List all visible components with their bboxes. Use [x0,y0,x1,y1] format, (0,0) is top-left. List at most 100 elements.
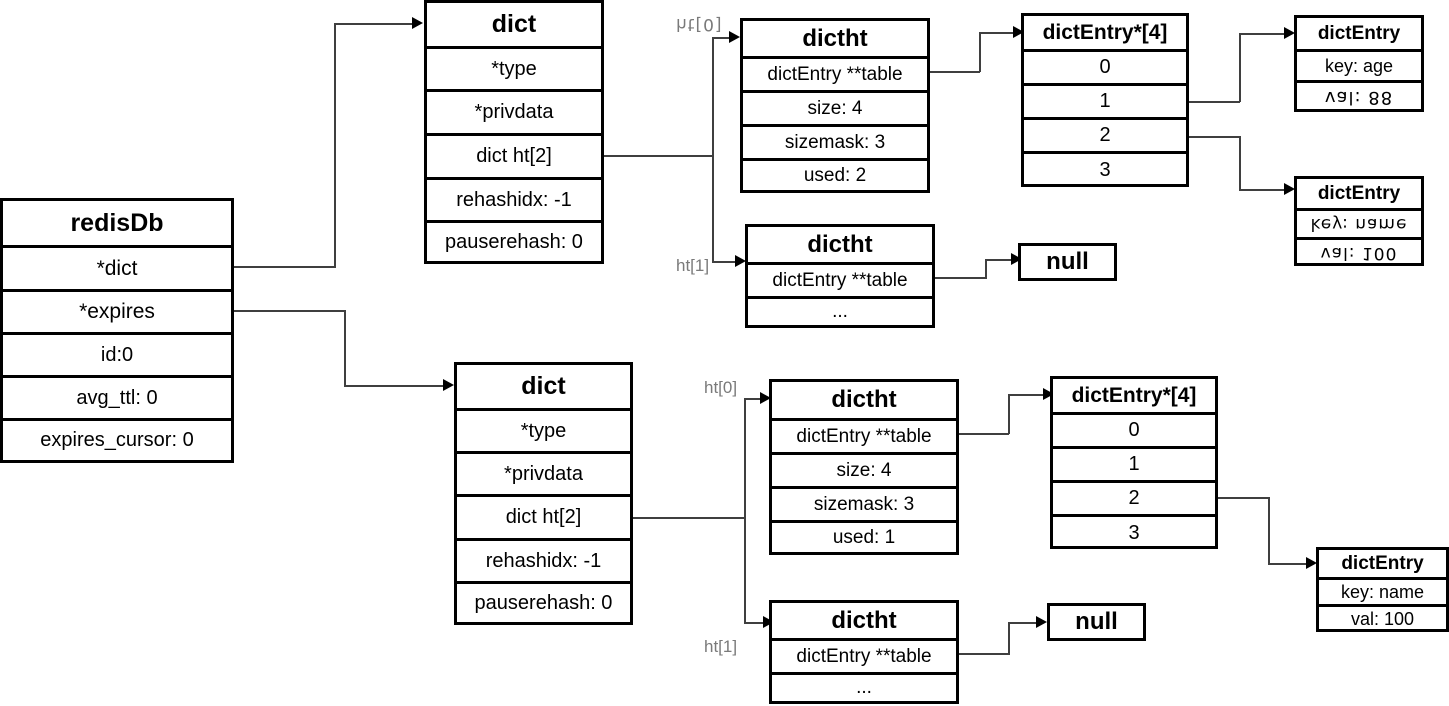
dict-expires-row-privdata: *privdata [457,454,630,497]
arrow-dict-to-dictht-ht1 [735,255,746,267]
connector-expht1-h [744,622,770,624]
node-dictentry-age[interactable]: dictEntry key: age val: 88 [1294,15,1424,112]
dictentry-age-val: val: 88 [1297,83,1421,112]
dictentry-name-top-val-text: val: 100 [1320,243,1398,263]
dict-expires-row-rehashidx: rehashidx: -1 [457,541,630,584]
connector-dict-h1 [234,266,334,268]
redisdb-row-avg-ttl: avg_ttl: 0 [3,378,231,421]
connector-entry2-v1 [1239,136,1241,191]
connector-expentry-v1 [1268,497,1270,565]
connector-dict-h2 [334,23,419,25]
node-dictentry-name-bottom[interactable]: dictEntry key: name val: 100 [1316,547,1449,632]
arrow-dictht-expires-to-bucket-array [1043,388,1054,400]
connector-mainarr-v1 [979,32,981,72]
arrow-redisdb-to-dict [412,17,423,29]
dictht-expires-ht0-title: dictht [772,382,956,421]
bucket-array-expires-row-0[interactable]: 0 [1053,415,1215,449]
redisdb-title: redisDb [3,201,231,248]
node-null-expires: null [1047,603,1146,641]
bucket-array-main-row-3[interactable]: 3 [1099,159,1111,181]
dictht-main-ht0-row-table[interactable]: dictEntry **table [743,59,927,93]
node-dictentry-name-top[interactable]: dictEntry key: name val: 100 [1294,176,1424,266]
bucket-array-expires-row-3[interactable]: 3 [1128,521,1140,544]
arrow-bucket2-to-dictentry-name [1284,183,1295,195]
dictentry-age-val-text: val: 88 [1324,87,1394,108]
node-dictht-expires-ht0[interactable]: dictht dictEntry **table size: 4 sizemas… [769,379,959,555]
edge-label-expires-ht1: ht[1] [704,637,738,656]
dictht-main-ht0-row-sizemask: sizemask: 3 [743,127,927,161]
connector-mainnull-v1 [985,259,987,279]
dict-expires-title: dict [457,365,630,411]
redisdb-row-expires[interactable]: *expires [3,292,231,335]
dictentry-age-title: dictEntry [1297,18,1421,52]
bucket-array-expires-row-1[interactable]: 1 [1053,449,1215,483]
connector-entry2-h1 [1187,136,1240,138]
dictentry-name-bottom-val: val: 100 [1350,609,1415,629]
connector-mainarr-h1 [929,71,980,73]
arrow-dict-expires-to-dictht-ht0 [760,392,771,404]
redisdb-row-dict[interactable]: *dict [3,248,231,292]
node-dictht-main-ht0[interactable]: dictht dictEntry **table size: 4 sizemas… [740,18,930,193]
node-bucket-array-main[interactable]: dictEntry*[4] 0 1 2 3 [1021,13,1189,187]
dictht-main-ht0-title: dictht [743,21,927,59]
bucket-array-expires-row-2[interactable]: 2 [1053,483,1215,517]
connector-exparr-v1 [1008,394,1010,434]
connector-expnull-h2 [1008,622,1042,624]
dictht-main-ht1-row-ellipsis: ... [832,301,848,322]
dictht-expires-ht0-row-sizemask: sizemask: 3 [772,489,956,523]
redisdb-row-id: id:0 [3,335,231,378]
connector-entry2-h2 [1239,189,1291,191]
dictht-expires-ht0-row-used: used: 1 [832,526,896,548]
arrow-bucket1-to-dictentry-age [1284,27,1295,39]
connector-expnull-v1 [1008,622,1010,655]
bucket-array-expires-title: dictEntry*[4] [1053,379,1215,415]
node-dict-main[interactable]: dict *type *privdata dict ht[2] rehashid… [424,0,604,264]
dict-main-row-ht[interactable]: dict ht[2] [427,136,601,180]
dictht-main-ht1-row-table[interactable]: dictEntry **table [748,265,932,299]
arrow-dict-to-dictht-ht0 [729,31,740,43]
connector-mainarr-h2 [979,32,1020,34]
arrow-dictht-to-null [1011,253,1022,265]
connector-exparr-h1 [958,433,1009,435]
arrow-dict-expires-to-dictht-ht1 [763,616,774,628]
dictht-expires-ht0-row-table[interactable]: dictEntry **table [772,421,956,455]
arrow-dictht-to-bucket-array [1013,26,1024,38]
edge-label-main-ht0: ht[0] [676,14,723,34]
node-null-main: null [1018,243,1117,281]
bucket-array-main-row-1[interactable]: 1 [1024,86,1186,120]
connector-mainht-v1 [712,37,714,262]
dict-main-row-privdata: *privdata [427,92,601,136]
dict-expires-row-type: *type [457,411,630,454]
connector-dict-v1 [334,23,336,268]
dictht-expires-ht1-row-table[interactable]: dictEntry **table [772,641,956,675]
edge-label-main-ht1: ht[1] [676,256,710,275]
connector-expires-h2 [344,385,450,387]
node-redisdb[interactable]: redisDb *dict *expires id:0 avg_ttl: 0 e… [0,198,234,463]
node-dictht-expires-ht1[interactable]: dictht dictEntry **table ... [769,600,959,704]
node-dictht-main-ht1[interactable]: dictht dictEntry **table ... [745,224,935,328]
dict-main-row-rehashidx: rehashidx: -1 [427,180,601,223]
dictentry-name-top-key-text: key: name [1310,214,1408,234]
dictht-main-ht0-row-used: used: 2 [803,164,867,186]
dictentry-name-bottom-key: key: name [1319,580,1446,607]
dictht-expires-ht1-row-ellipsis: ... [856,677,872,698]
connector-mainht1-h [712,261,740,263]
dict-main-title: dict [427,3,601,49]
dictht-main-ht1-title: dictht [748,227,932,265]
node-bucket-array-expires[interactable]: dictEntry*[4] 0 1 2 3 [1050,376,1218,549]
bucket-array-main-row-0[interactable]: 0 [1024,52,1186,86]
dictentry-name-top-val: val: 100 [1297,240,1421,266]
dictht-expires-ht0-row-size: size: 4 [772,455,956,489]
arrow-dictht-expires-to-null [1036,616,1047,628]
dict-expires-row-ht[interactable]: dict ht[2] [457,497,630,541]
node-dict-expires[interactable]: dict *type *privdata dict ht[2] rehashid… [454,362,633,625]
dictentry-name-top-key: key: name [1297,211,1421,240]
connector-expht-v1 [744,398,746,623]
bucket-array-main-row-2[interactable]: 2 [1024,120,1186,154]
connector-mainnull-h2 [985,259,1018,261]
connector-expires-v1 [344,310,346,386]
bucket-array-main-title: dictEntry*[4] [1024,16,1186,52]
dictentry-age-key: key: age [1297,52,1421,83]
connector-expnull-h1 [958,653,1009,655]
